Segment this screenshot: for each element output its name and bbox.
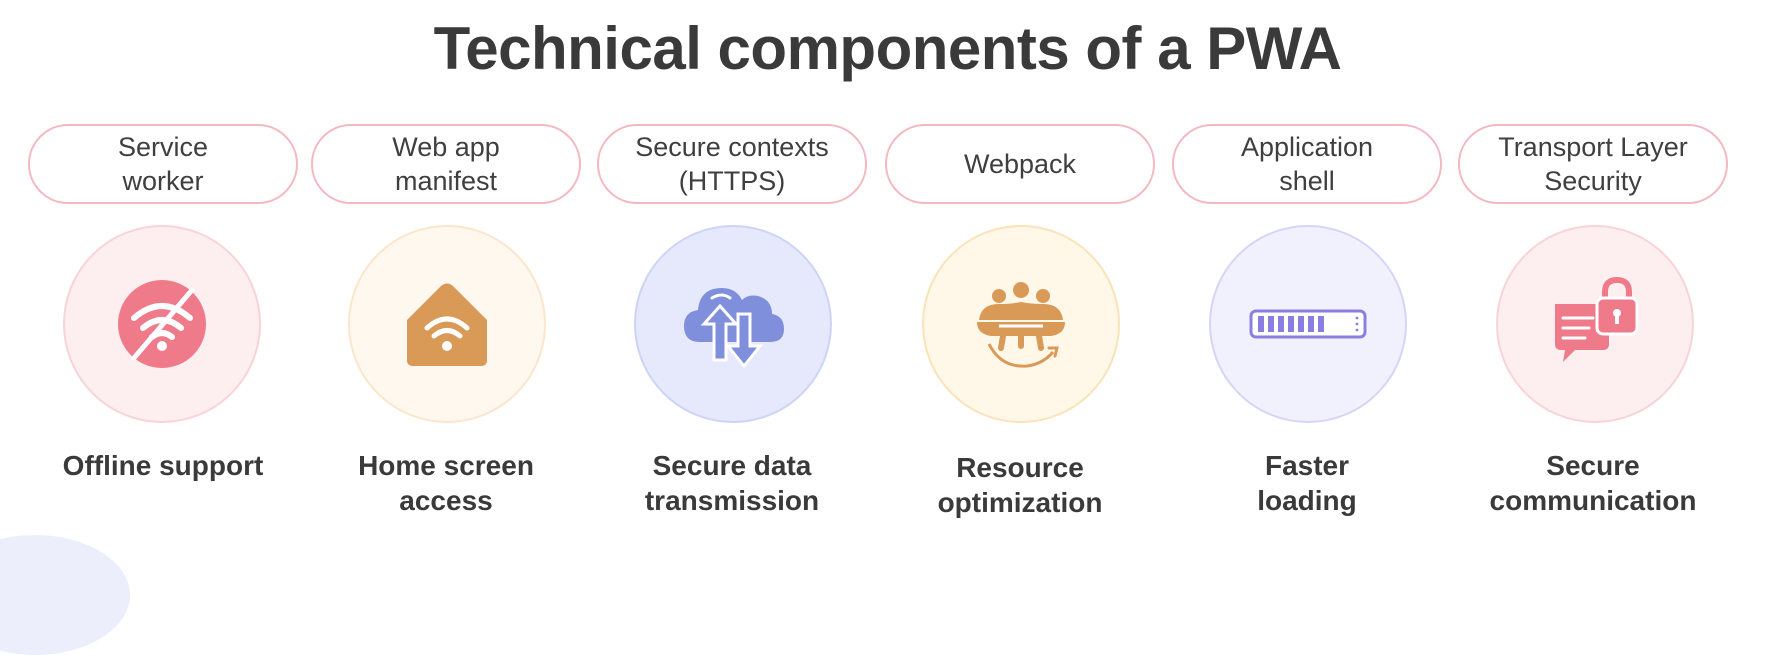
- icon-circle: [1209, 225, 1407, 423]
- component-benefit: Secure data transmission: [644, 450, 820, 516]
- component-label-pill: Webpack: [885, 124, 1155, 204]
- component-transport-layer-security: Transport Layer Security Secure communic…: [1458, 0, 1732, 558]
- component-label-pill: Application shell: [1172, 124, 1442, 204]
- team-optimization-icon: [977, 282, 1065, 368]
- component-benefit: Secure communication: [1489, 450, 1697, 516]
- secure-message-icon: [1555, 276, 1639, 362]
- component-label-pill: Web app manifest: [311, 124, 581, 204]
- component-benefit: Faster loading: [1257, 450, 1357, 516]
- component-service-worker: Service worker Offline support: [28, 0, 302, 558]
- component-benefit: Resource optimization: [937, 452, 1103, 518]
- progress-bar-icon: [1249, 309, 1367, 339]
- icon-circle: [63, 225, 261, 423]
- no-wifi-icon: [118, 280, 206, 368]
- home-wifi-icon: [407, 283, 487, 366]
- component-web-app-manifest: Web app manifest Home screen access: [311, 0, 585, 558]
- component-benefit: Home screen access: [358, 450, 534, 516]
- page-title: Technical components of a PWA: [433, 15, 1342, 82]
- component-label-pill: Service worker: [28, 124, 298, 204]
- icon-circle: [1496, 225, 1694, 423]
- cloud-transfer-icon: [684, 288, 784, 369]
- component-benefit: Offline support: [62, 450, 264, 481]
- component-webpack: Webpack Resource optimization: [885, 0, 1159, 558]
- icon-circle: [634, 225, 832, 423]
- component-label-pill: Secure contexts (HTTPS): [597, 124, 867, 204]
- component-secure-contexts: Secure contexts (HTTPS) Secure data tran…: [597, 0, 871, 558]
- component-application-shell: Application shell Faster loading: [1172, 0, 1446, 558]
- component-label-pill: Transport Layer Security: [1458, 124, 1728, 204]
- icon-circle: [348, 225, 546, 423]
- icon-circle: [922, 225, 1120, 423]
